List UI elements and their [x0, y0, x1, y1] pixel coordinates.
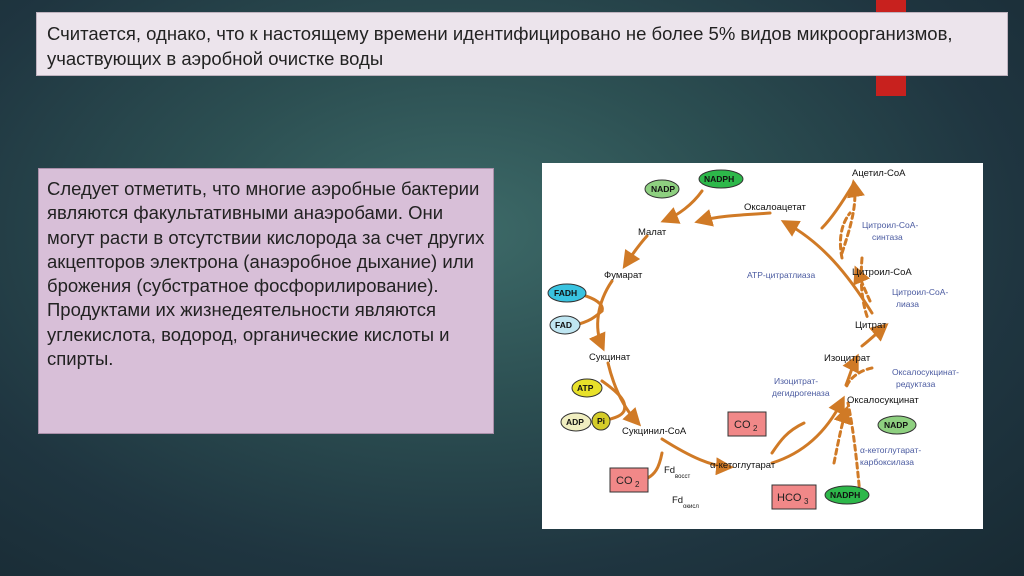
- svg-text:NADP: NADP: [651, 184, 675, 194]
- label-acetyl-coa: Ацетил-CoA: [852, 168, 906, 179]
- atp-pill: ATP: [571, 378, 603, 398]
- svg-text:3: 3: [804, 497, 809, 506]
- svg-text:CO: CO: [734, 419, 751, 431]
- svg-text:ATP: ATP: [577, 383, 594, 393]
- svg-text:Pi: Pi: [597, 416, 605, 426]
- label-succinate: Сукцинат: [589, 352, 631, 363]
- label-oxalosuccinate: Оксалосукцинат: [847, 395, 919, 406]
- nadph-right-pill: NADPH: [824, 485, 870, 505]
- adp-pill: ADP: [560, 412, 592, 432]
- svg-text:2: 2: [753, 424, 758, 433]
- fadh-pill: FADH: [547, 283, 587, 303]
- header-text: Считается, однако, что к настоящему врем…: [47, 23, 953, 69]
- arrow-nadph-malate: [660, 189, 704, 224]
- enzyme-citroyl-lyase-line1: Цитроил-CoA-: [892, 287, 948, 297]
- body-text-box: Следует отметить, что многие аэробные ба…: [38, 168, 494, 434]
- dashed-citroyl-synthase: [838, 211, 852, 260]
- arrow-succinylcoa-ketoglutarate: [660, 437, 734, 476]
- dashed-citrate-citroylcoa: [853, 265, 872, 303]
- arrow-malate-fumarate: [622, 234, 649, 269]
- nadp-right-pill: NADP: [877, 415, 917, 435]
- enzyme-oxalosuccinate-red-line2: редуктаза: [896, 379, 936, 389]
- enzyme-citroyl-lyase-line2: лиаза: [896, 299, 919, 309]
- enzyme-oxalosuccinate-red-line1: Оксалосукцинат-: [892, 367, 959, 377]
- arrow-ketoglutarate-oxalosuccinate: [770, 395, 845, 465]
- dashed-hco3-carboxylation: [832, 405, 851, 465]
- svg-text:NADP: NADP: [884, 420, 908, 430]
- svg-text:FADH: FADH: [554, 288, 577, 298]
- header-text-box: Считается, однако, что к настоящему врем…: [36, 12, 1008, 76]
- pi-pill: Pi: [591, 411, 611, 431]
- svg-text:ADP: ADP: [566, 417, 584, 427]
- hco3-box: HCO 3: [771, 484, 817, 510]
- svg-text:окисл: окисл: [683, 504, 699, 510]
- label-citrate: Цитрат: [855, 320, 887, 331]
- enzyme-citroyl-synthase-line2: синтаза: [872, 232, 903, 242]
- fad-pill: FAD: [549, 315, 581, 335]
- svg-text:Fd: Fd: [672, 495, 683, 506]
- svg-text:NADPH: NADPH: [830, 490, 860, 500]
- label-oxaloacetate: Оксалоацетат: [744, 202, 807, 213]
- label-citroyl-coa: Цитроил-CoA: [852, 267, 912, 278]
- label-isocitrate: Изоцитрат: [824, 353, 871, 364]
- co2-box-left: CO 2: [609, 467, 649, 493]
- body-text: Следует отметить, что многие аэробные ба…: [47, 178, 485, 370]
- label-fumarate: Фумарат: [604, 270, 643, 281]
- diagram-svg: Ацетил-CoA Оксалоацетат Малат Фумарат Су…: [547, 168, 959, 510]
- svg-text:FAD: FAD: [555, 320, 572, 330]
- arrow-isocitrate-citrate: [860, 323, 889, 348]
- label-ketoglutarate: α-кетоглутарат: [710, 460, 776, 471]
- enzyme-isocitrate-dh-line1: Изоцитрат-: [774, 376, 818, 386]
- svg-text:CO: CO: [616, 475, 633, 487]
- dashed-oxaloacetate-acetylcoa: [840, 179, 865, 255]
- dashed-nadph-carboxylase: [846, 401, 862, 497]
- nadp-top-pill: NADP: [644, 179, 680, 199]
- svg-text:HCO: HCO: [777, 492, 802, 504]
- dashed-citroyl-lyase: [859, 256, 870, 321]
- dashed-nadp-reductase: [844, 366, 874, 391]
- co2-box-right: CO 2: [727, 411, 767, 437]
- citric-acid-cycle-diagram: Ацетил-CoA Оксалоацетат Малат Фумарат Су…: [542, 163, 983, 529]
- nadph-top-pill: NADPH: [698, 169, 744, 189]
- svg-text:Fd: Fd: [664, 465, 675, 476]
- label-malate: Малат: [638, 227, 667, 238]
- fd-reduced-label: Fd восст: [664, 465, 690, 480]
- arrow-co2-ketoglutarate: [770, 421, 806, 455]
- fd-oxidized-label: Fd окисл: [672, 495, 699, 510]
- svg-text:NADPH: NADPH: [704, 174, 734, 184]
- enzyme-ketoglutarate-carb-line2: карбоксилаза: [860, 457, 914, 467]
- enzyme-citroyl-synthase-line1: Цитроил-CoA-: [862, 220, 918, 230]
- svg-text:восст: восст: [675, 474, 690, 480]
- arrow-acetylcoa-branch: [820, 181, 856, 230]
- enzyme-isocitrate-dh-line2: дегидрогеназа: [772, 388, 830, 398]
- enzyme-atp-citrate-lyase: ATP-цитратлиаза: [747, 270, 815, 280]
- svg-text:2: 2: [635, 480, 640, 489]
- arrow-oxaloacetate-malate: [694, 209, 772, 227]
- enzyme-ketoglutarate-carb-line1: α-кетоглутарат-: [860, 445, 921, 455]
- label-succinyl-coa: Сукцинил-CoA: [622, 426, 687, 437]
- arrow-atp-loop: [600, 379, 627, 413]
